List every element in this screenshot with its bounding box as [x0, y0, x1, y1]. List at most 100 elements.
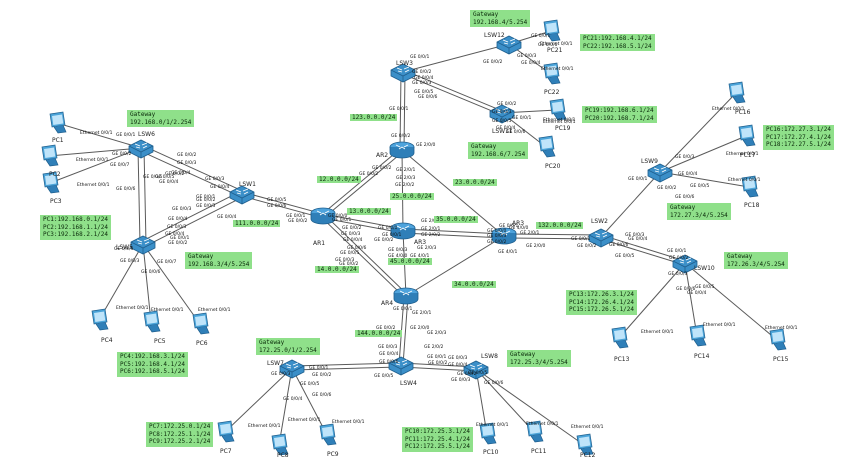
port-label: GE 0/0/2 — [372, 166, 392, 171]
info-box-gw-lsw9: Gateway 172.27.3/4/5.254 — [667, 203, 731, 220]
info-box-gw-lsw6: Gateway 192.168.0/1/2.254 — [127, 110, 195, 127]
router-icon-ar4[interactable] — [392, 285, 420, 307]
pc-icon-pc21[interactable] — [540, 19, 562, 43]
switch-icon-lsw5[interactable] — [129, 233, 157, 255]
pc-icon-pc1[interactable] — [46, 111, 68, 135]
router-icon-ar2[interactable] — [388, 139, 416, 161]
pc-icon-pc2[interactable] — [38, 144, 60, 168]
pc-icon-pc4[interactable] — [88, 308, 110, 332]
port-label: GE 0/0/1 — [286, 214, 306, 219]
link-lsw3-lsw11 — [402, 73, 502, 116]
port-label: GE 0/0/3 — [451, 378, 471, 383]
pc-icon-pc15[interactable] — [766, 328, 788, 352]
pc-icon-pc20[interactable] — [535, 135, 557, 159]
pc-icon-pc16[interactable] — [725, 81, 747, 105]
pc-icon-pc17[interactable] — [735, 124, 757, 148]
device-label-lsw1: LSW1 — [239, 181, 256, 188]
pc-icon-pc18[interactable] — [738, 175, 760, 199]
port-label: GE 0/0/3 — [625, 233, 645, 238]
link-lsw10-pc13 — [618, 262, 686, 339]
port-label: GE 0/0/4 — [159, 180, 179, 185]
info-box-pc-161718: PC16:172.27.3.1/24 PC17:172.27.4.1/24 PC… — [763, 125, 835, 150]
port-label: GE 0/0/1 — [170, 236, 190, 241]
info-box-pc-789: PC7:172.25.0.1/24 PC8:172.25.1.1/24 PC9:… — [146, 422, 214, 447]
pc-icon-pc13[interactable] — [608, 326, 630, 350]
info-box-pc-101112: PC10:172.25.3.1/24 PC11:172.25.4.1/24 PC… — [402, 427, 474, 452]
ethernet-port-label: Ethernet 0/0/1 — [116, 306, 149, 311]
link-lsw2-lsw10 — [601, 234, 686, 262]
link-lsw5-pc4 — [98, 243, 144, 321]
pc-icon-pc6[interactable] — [189, 312, 211, 336]
link-lsw9-pc18 — [659, 171, 750, 188]
pc-label-pc5: PC5 — [154, 338, 166, 345]
pc-icon-pc3[interactable] — [39, 171, 61, 195]
network-label-n123: 123.0.0.0/24 — [350, 114, 398, 121]
switch-icon-lsw9[interactable] — [646, 161, 674, 183]
link-lsw8-pc11 — [475, 368, 535, 433]
device-label-lsw10: LSW10 — [694, 265, 715, 272]
switch-icon-lsw2[interactable] — [587, 226, 615, 248]
ethernet-port-label: Ethernet 0/0/1 — [476, 423, 509, 428]
device-label-arc: AR3 — [414, 239, 427, 246]
port-label: GE 4/0/1 — [498, 250, 518, 255]
pc-label-pc10: PC10 — [483, 449, 499, 456]
link-lsw6-lsw5 — [137, 148, 141, 245]
switch-icon-lsw6[interactable] — [127, 137, 155, 159]
link-lsw5-lsw1 — [141, 190, 241, 242]
switch-icon-lsw11[interactable] — [488, 102, 516, 124]
pc-icon-pc12[interactable] — [573, 433, 595, 457]
port-label: GE 0/0/5 — [300, 382, 320, 387]
device-label-lsw2: LSW2 — [591, 218, 608, 225]
device-label-lsw3: LSW3 — [396, 60, 413, 67]
switch-icon-lsw8[interactable] — [462, 358, 490, 380]
pc-label-pc15: PC15 — [773, 356, 789, 363]
ethernet-port-label: Ethernet 0/0/1 — [332, 420, 365, 425]
pc-icon-pc14[interactable] — [686, 324, 708, 348]
port-label: GE 0/0/1 — [538, 43, 558, 48]
link-ar3-lsw2 — [503, 237, 601, 240]
port-label: GE 0/0/6 — [484, 381, 504, 386]
pc-icon-pc8[interactable] — [268, 433, 290, 457]
pc-label-pc20: PC20 — [545, 163, 561, 170]
pc-icon-pc9[interactable] — [316, 423, 338, 447]
router-icon-ar3[interactable] — [490, 225, 518, 247]
port-label: GE 0/0/2 — [391, 134, 411, 139]
port-label: GE 0/0/5 — [615, 254, 635, 259]
port-label: GE 0/0/5 — [374, 374, 394, 379]
router-icon-arc[interactable] — [389, 220, 417, 242]
ethernet-port-label: Ethernet 0/0/1 — [703, 323, 736, 328]
router-icon-ar1[interactable] — [309, 205, 337, 227]
port-label: GE 0/0/1 — [499, 224, 519, 229]
network-label-n13: 13.0.0.0/24 — [347, 208, 391, 215]
switch-icon-lsw3[interactable] — [389, 61, 417, 83]
switch-icon-lsw12[interactable] — [495, 33, 523, 55]
switch-icon-lsw10[interactable] — [671, 252, 699, 274]
link-lsw6-lsw5 — [143, 147, 147, 244]
port-label: GE 0/0/1 — [382, 233, 402, 238]
pc-label-pc19: PC19 — [555, 125, 571, 132]
port-label: GE 0/0/6 — [676, 287, 696, 292]
port-label: GE 0/0/3 — [378, 345, 398, 350]
port-label: GE 2/0/3 — [417, 246, 437, 251]
link-arc-ar3 — [403, 228, 505, 235]
link-ar2-ar3 — [401, 149, 505, 237]
network-label-n45: 45.0.0.0/24 — [388, 258, 432, 265]
pc-icon-pc10[interactable] — [476, 422, 498, 446]
port-label: GE 0/0/1 — [116, 133, 136, 138]
pc-icon-pc19[interactable] — [546, 98, 568, 122]
pc-icon-pc5[interactable] — [140, 310, 162, 334]
ethernet-port-label: Ethernet 0/0/1 — [540, 42, 573, 47]
port-label: GE 0/0/2 — [342, 226, 362, 231]
device-label-ar2: AR2 — [376, 152, 389, 159]
port-label: GE 0/0/2 — [669, 256, 689, 261]
port-label: GE 0/0/1 — [628, 177, 648, 182]
switch-icon-lsw4[interactable] — [387, 354, 415, 376]
pc-icon-pc7[interactable] — [214, 420, 236, 444]
switch-icon-lsw7[interactable] — [278, 357, 306, 379]
pc-icon-pc22[interactable] — [540, 62, 562, 86]
pc-icon-pc11[interactable] — [523, 420, 545, 444]
port-label: GE 0/0/2 — [487, 240, 507, 245]
link-lsw7-pc7 — [224, 367, 293, 433]
switch-icon-lsw1[interactable] — [228, 183, 256, 205]
